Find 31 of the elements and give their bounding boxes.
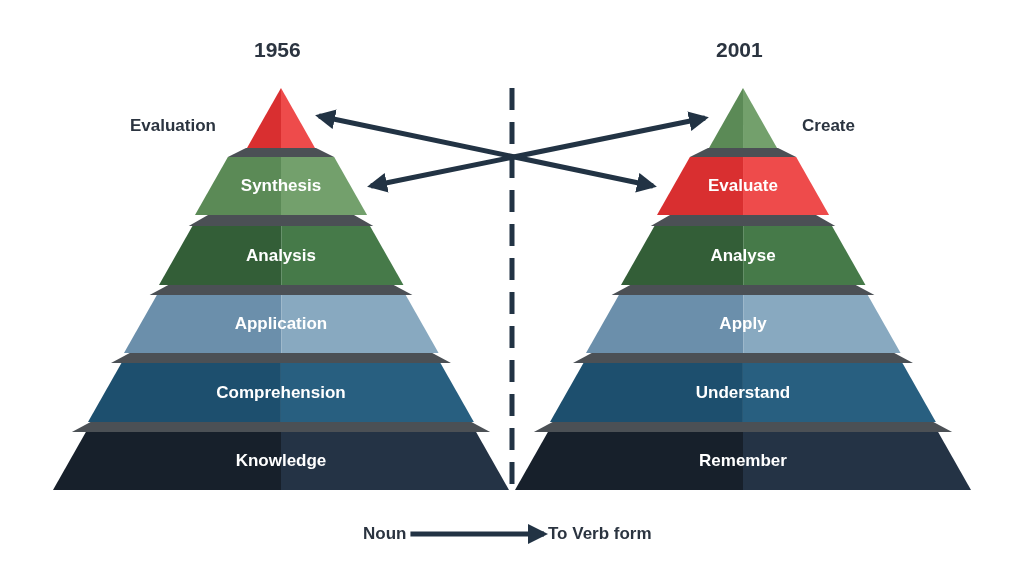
level-label: Application (234, 314, 328, 334)
level-label: Evaluation (130, 116, 216, 136)
level-label: Analyse (710, 245, 776, 266)
pyramid-level (550, 363, 936, 422)
level-label: Create (802, 116, 855, 136)
level-label: Understand (695, 382, 791, 403)
pyramid-level (620, 226, 866, 285)
arrow (315, 109, 657, 193)
year-heading: 1956 (254, 38, 301, 62)
year-heading: 2001 (716, 38, 763, 62)
level-label: Apply (719, 314, 767, 334)
arrow (367, 111, 709, 193)
level-label: Comprehension (216, 382, 346, 403)
pyramid-level (515, 432, 971, 490)
term-label: Noun (363, 524, 407, 544)
pyramid-level (123, 295, 439, 353)
pyramid-level (194, 157, 367, 215)
pyramid-level (158, 226, 404, 285)
pyramid-tip (130, 88, 315, 148)
pyramid-level (53, 432, 509, 490)
pyramid-level (656, 157, 829, 215)
level-label: Analysis (246, 245, 316, 266)
term-label: To Verb form (548, 524, 652, 544)
level-label: Synthesis (240, 176, 322, 196)
pyramid-tip (708, 88, 855, 148)
pyramid-level (585, 295, 901, 353)
level-label: Knowledge (235, 451, 327, 471)
level-label: Remember (699, 451, 787, 471)
arrow (410, 524, 548, 544)
level-label: Evaluate (708, 176, 778, 196)
pyramid-level (88, 363, 474, 422)
